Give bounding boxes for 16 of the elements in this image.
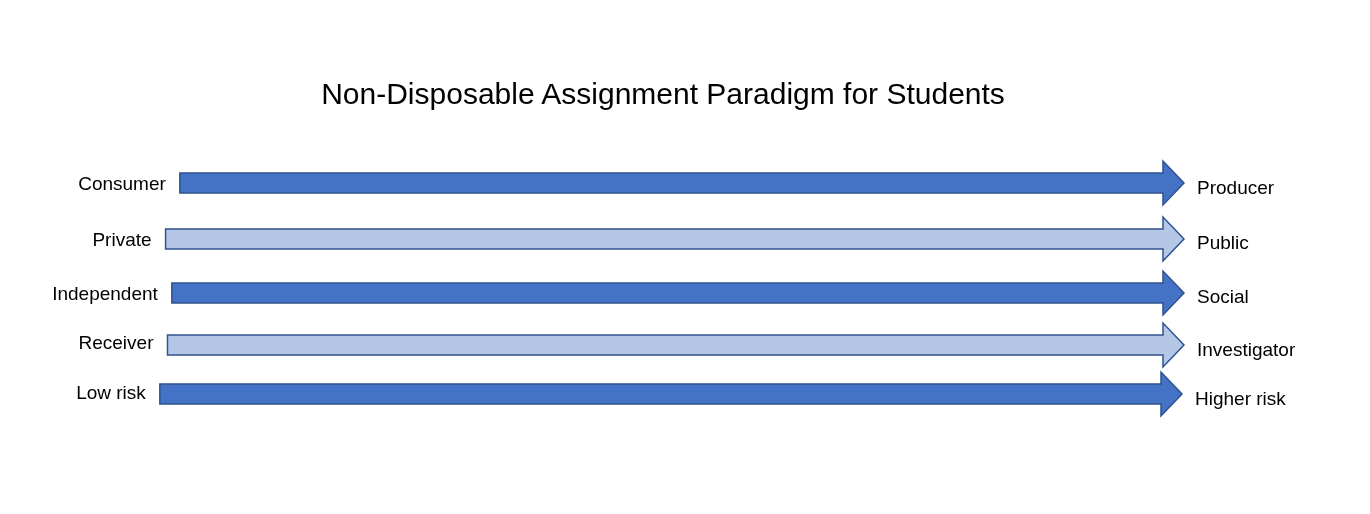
block-arrow <box>179 159 1186 207</box>
block-arrow <box>171 269 1186 317</box>
pole-label: Producer <box>1197 176 1275 200</box>
pole-label: Higher risk <box>1195 387 1286 411</box>
pole-label: Low risk <box>76 381 146 405</box>
pole-label: Investigator <box>1197 338 1296 362</box>
pole-label: Public <box>1197 231 1249 255</box>
pole-label: Receiver <box>78 331 154 355</box>
diagram-title: Non-Disposable Assignment Paradigm for Students <box>321 76 1005 112</box>
pole-label: Consumer <box>78 172 166 196</box>
block-arrow <box>166 321 1186 369</box>
block-arrow <box>159 370 1184 418</box>
pole-label: Social <box>1197 285 1249 309</box>
block-arrow <box>164 215 1186 263</box>
pole-label: Private <box>92 228 152 252</box>
pole-label: Independent <box>52 282 158 306</box>
